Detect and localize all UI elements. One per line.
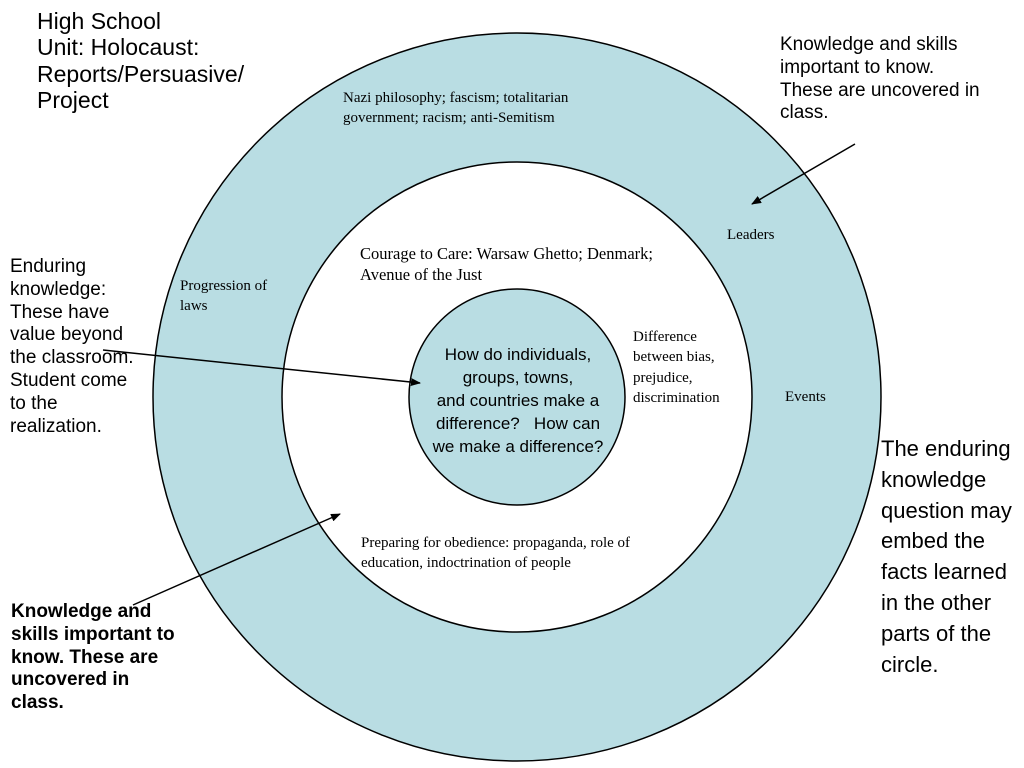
annotation-bottom-left: Knowledge and skills important to know. …	[11, 601, 175, 714]
arrow-left	[102, 349, 421, 387]
middle-ring-label-difference: Difference between bias, prejudice, disc…	[633, 329, 720, 406]
middle-ring-label-obedience: Preparing for obedience: propaganda, rol…	[361, 535, 631, 572]
arrow-top-right	[751, 143, 856, 205]
outer-ring-label-events: Events	[785, 389, 826, 405]
title-line: High School	[37, 8, 162, 34]
question-line: difference? How can	[435, 413, 601, 433]
title-line: Reports/Persuasive/	[37, 60, 245, 87]
annotation-top-right: Knowledge and skills important to know. …	[780, 34, 980, 124]
outer-ring-label-nazi: Nazi philosophy; fascism; totalitarian g…	[343, 90, 569, 127]
outer-ring-label-laws: Progression of laws	[180, 278, 268, 315]
annotation-right: The enduring knowledge question may embe…	[881, 436, 1012, 677]
middle-ring-label-courage: Courage to Care: Warsaw Ghetto; Denmark;…	[360, 244, 653, 285]
annotation-left: Enduring knowledge: These have value bey…	[10, 256, 134, 437]
question-line: we make a difference?	[432, 436, 604, 456]
outer-ring-label-leaders: Leaders	[727, 227, 775, 243]
unit-title: High School Unit: Holocaust: Reports/Per…	[37, 8, 297, 114]
question-line: and countries make a	[436, 390, 600, 410]
arrow-bottom-left	[132, 513, 341, 606]
title-line: Project	[37, 87, 109, 114]
inner-core	[408, 288, 626, 506]
question-line: How do individuals,	[444, 345, 592, 364]
question-line: groups, towns,	[462, 367, 574, 387]
title-line: Unit: Holocaust:	[37, 34, 200, 61]
center-question: How do individuals, groups, towns, and c…	[413, 344, 623, 459]
